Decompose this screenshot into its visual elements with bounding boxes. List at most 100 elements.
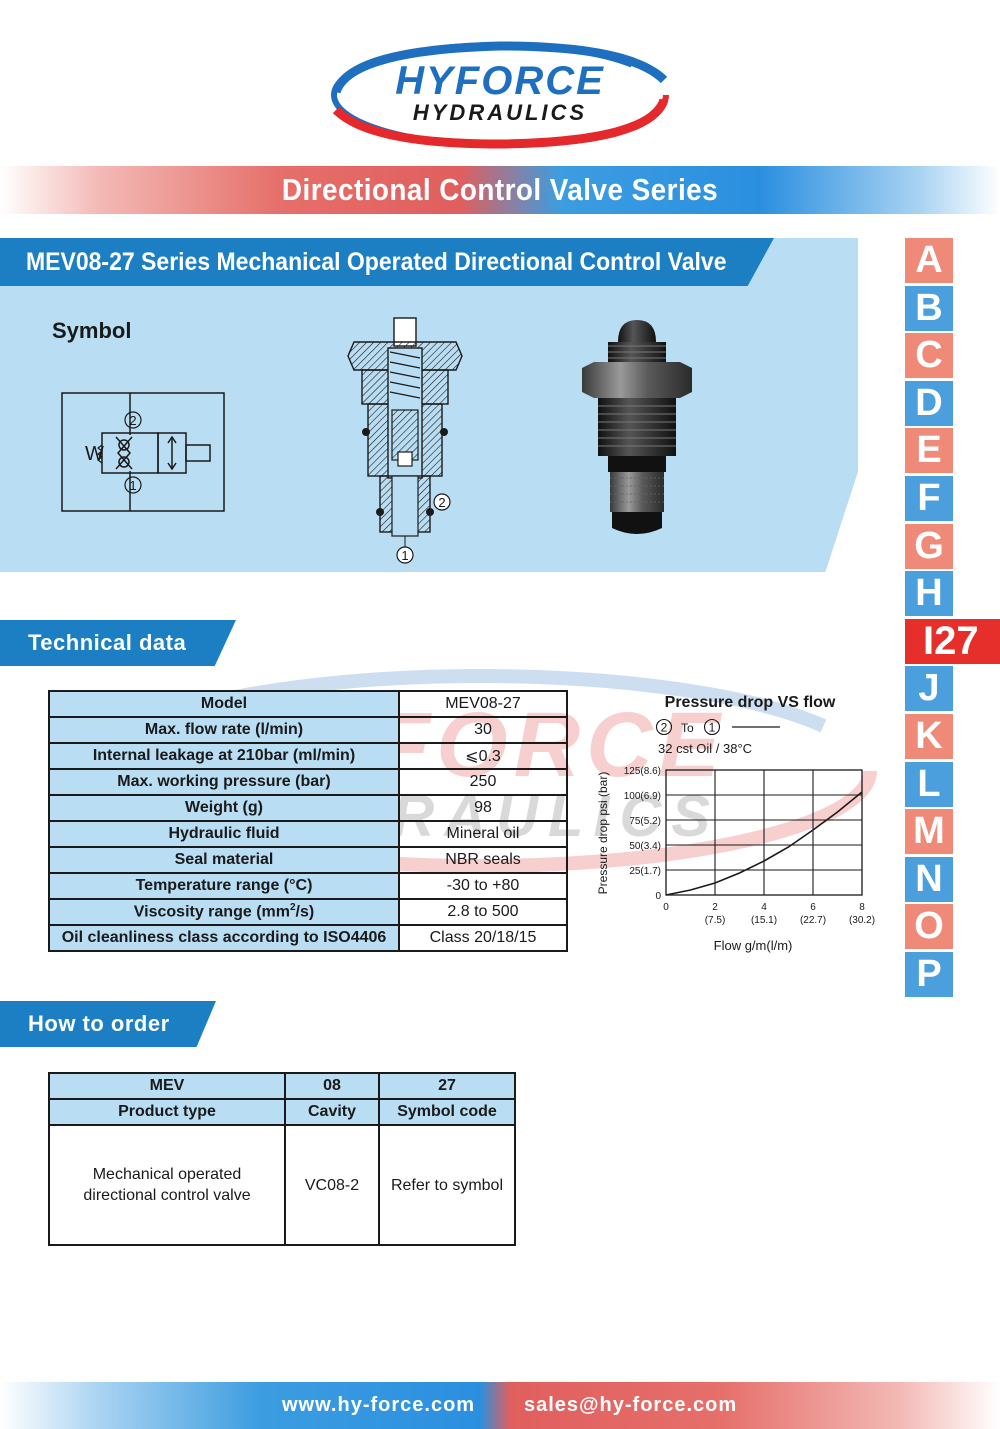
index-letter-e[interactable]: E — [905, 428, 953, 474]
product-type-line1: Mechanical operated — [92, 1166, 242, 1183]
table-row: MEV 08 27 — [48, 1072, 516, 1100]
viscosity-label-main: Viscosity range (mm — [133, 903, 290, 921]
spec-label: Temperature range (°C) — [48, 872, 400, 900]
index-letter-c[interactable]: C — [905, 333, 953, 379]
y-tick-label: 0 — [655, 891, 661, 902]
spec-label: Max. working pressure (bar) — [48, 768, 400, 796]
valve-section-drawing: 2 1 — [347, 317, 463, 564]
code-cavity: 08 — [284, 1072, 380, 1100]
value-cavity: VC08-2 — [284, 1124, 380, 1246]
code-symbol: 27 — [378, 1072, 516, 1100]
catalog-letter-index: A B C D E F G H I27 J K L M N O P — [905, 238, 1000, 1000]
series-title: Directional Control Valve Series — [281, 172, 719, 207]
x-tick-sublabel: (15.1) — [751, 915, 777, 926]
index-letter-n[interactable]: N — [905, 856, 953, 902]
product-type-line2: directional control valve — [83, 1187, 251, 1204]
order-header-bar — [0, 1001, 216, 1047]
x-tick-label: 4 — [761, 902, 767, 913]
index-letter-p[interactable]: P — [905, 951, 953, 997]
table-row: Internal leakage at 210bar (ml/min) ⩽0.3 — [48, 742, 568, 770]
y-tick-label: 125(8.6) — [624, 766, 661, 777]
spec-label: Model — [48, 690, 400, 718]
index-letter-f[interactable]: F — [905, 475, 953, 521]
chart-title: Pressure drop VS flow — [665, 694, 836, 711]
symbol-port-2: 2 — [129, 413, 136, 428]
y-tick-label: 25(1.7) — [629, 866, 661, 877]
header-symbol-code: Symbol code — [378, 1098, 516, 1126]
y-tick-label: 50(3.4) — [629, 841, 661, 852]
pressure-drop-chart: Pressure drop VS flow 2 To 1 32 cst Oil … — [596, 694, 875, 953]
table-row: Temperature range (°C) -30 to +80 — [48, 872, 568, 900]
chart-xlabel: Flow g/m(l/m) — [714, 938, 793, 953]
hydraulic-symbol: W 2 1 — [61, 392, 225, 512]
chart-grid — [665, 769, 863, 896]
index-letter-k[interactable]: K — [905, 713, 953, 759]
brand-line1: HYFORCE — [395, 59, 605, 103]
chart-ylabel: Pressure drop psi (bar) — [596, 772, 610, 895]
x-tick-sublabel: (30.2) — [849, 915, 875, 926]
table-row: Oil cleanliness class according to ISO44… — [48, 924, 568, 952]
index-letter-h[interactable]: H — [905, 571, 953, 617]
index-letter-d[interactable]: D — [905, 380, 953, 426]
x-tick-sublabel: (22.7) — [800, 915, 826, 926]
legend-to-word: To — [681, 721, 694, 735]
chart-subtitle: 32 cst Oil / 38°C — [658, 741, 752, 756]
spec-label: Oil cleanliness class according to ISO44… — [48, 924, 400, 952]
technical-data-table: Model MEV08-27 Max. flow rate (l/min) 30… — [48, 690, 568, 952]
x-tick-label: 0 — [663, 902, 669, 913]
order-header: How to order — [28, 1011, 170, 1036]
table-row: Seal material NBR seals — [48, 846, 568, 874]
table-row: Max. working pressure (bar) 250 — [48, 768, 568, 796]
spec-label-viscosity: Viscosity range (mm2/s) — [48, 898, 400, 926]
spec-value: MEV08-27 — [398, 690, 568, 718]
footer-bar — [0, 1382, 1000, 1429]
table-row: Weight (g) 98 — [48, 794, 568, 822]
x-tick-sublabel: (7.5) — [705, 915, 726, 926]
value-symbol-code: Refer to symbol — [378, 1124, 516, 1246]
valve-photo — [582, 320, 692, 534]
viscosity-label-end: /s) — [295, 903, 315, 921]
brand-logo: HYFORCE HYDRAULICS — [331, 41, 669, 149]
section-port-2: 2 — [438, 495, 445, 510]
table-row: Viscosity range (mm2/s) 2.8 to 500 — [48, 898, 568, 926]
spec-label: Hydraulic fluid — [48, 820, 400, 848]
spec-label: Max. flow rate (l/min) — [48, 716, 400, 744]
index-letter-g[interactable]: G — [905, 523, 953, 569]
x-tick-label: 2 — [712, 902, 718, 913]
index-letter-l[interactable]: L — [905, 761, 953, 807]
spec-value: ⩽0.3 — [398, 742, 568, 770]
header-product-type: Product type — [48, 1098, 286, 1126]
index-letter-a[interactable]: A — [905, 238, 953, 283]
spec-value: NBR seals — [398, 846, 568, 874]
index-letter-i-active[interactable]: I27 — [905, 618, 1000, 664]
footer-website-link[interactable]: www.hy-force.com — [282, 1394, 476, 1416]
footer-email-link[interactable]: sales@hy-force.com — [524, 1394, 738, 1416]
viscosity-label-sup: 2 — [289, 902, 296, 914]
technical-header: Technical data — [28, 630, 187, 655]
x-tick-label: 8 — [859, 902, 865, 913]
brand-line2: HYDRAULICS — [413, 100, 587, 125]
order-code-table: MEV 08 27 Product type Cavity Symbol cod… — [48, 1072, 516, 1246]
series-banner — [0, 166, 1000, 214]
spec-value: 250 — [398, 768, 568, 796]
chart-ticks: 0 2 (7.5) 4 (15.1) 6 (22.7) 8 (30.2) 0 25(1.7) 50(3… — [624, 766, 875, 926]
index-letter-b[interactable]: B — [905, 285, 953, 331]
index-letter-m[interactable]: M — [905, 809, 953, 855]
index-letter-o[interactable]: O — [905, 904, 953, 950]
spec-value: 30 — [398, 716, 568, 744]
x-tick-label: 6 — [810, 902, 816, 913]
table-row: Max. flow rate (l/min) 30 — [48, 716, 568, 744]
product-title-bar — [0, 238, 774, 286]
spec-label: Seal material — [48, 846, 400, 874]
spec-label: Internal leakage at 210bar (ml/min) — [48, 742, 400, 770]
spec-value: -30 to +80 — [398, 872, 568, 900]
spec-label: Weight (g) — [48, 794, 400, 822]
y-tick-label: 100(6.9) — [624, 791, 661, 802]
technical-header-bar — [0, 620, 236, 666]
table-row: Hydraulic fluid Mineral oil — [48, 820, 568, 848]
symbol-port-1: 1 — [129, 478, 136, 493]
table-row: Mechanical operated directional control … — [48, 1124, 516, 1246]
index-letter-j[interactable]: J — [905, 666, 953, 712]
spec-value: 98 — [398, 794, 568, 822]
legend-to-port: 1 — [709, 721, 716, 735]
